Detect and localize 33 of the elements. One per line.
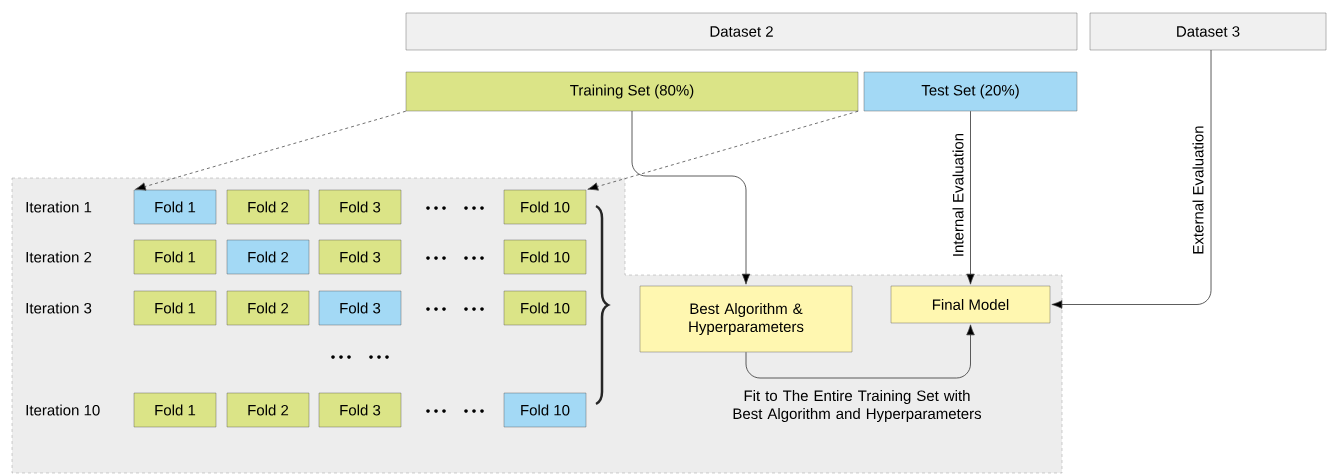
row-label: Iteration 10 — [26, 404, 100, 416]
fold-box: Fold 1 — [133, 189, 217, 225]
row-label: Iteration 3 — [26, 302, 92, 314]
dashed-arrow — [135, 110, 407, 191]
fold-box: Fold 1 — [133, 392, 217, 428]
fold-box: Fold 10 — [503, 239, 587, 275]
model-box: Best Algorithm & Hyperparameters — [639, 285, 853, 353]
fold-box: Fold 3 — [318, 189, 402, 225]
fold-box: Fold 3 — [318, 239, 402, 275]
fold-box: Fold 2 — [226, 392, 310, 428]
row-label: Iteration 2 — [26, 251, 92, 263]
fold-box: Fold 1 — [133, 290, 217, 326]
fold-box: Fold 2 — [226, 189, 310, 225]
test-set-box: Test Set (20%) — [863, 71, 1078, 112]
arrow — [745, 324, 975, 379]
fold-box: Fold 2 — [226, 239, 310, 275]
training-set-box: Training Set (80%) — [405, 71, 859, 112]
model-box: Final Model — [890, 285, 1051, 324]
fold-box: Fold 10 — [503, 290, 587, 326]
fold-box: Fold 3 — [318, 290, 402, 326]
arrow — [1051, 49, 1212, 309]
dashed-arrow — [587, 110, 859, 191]
fold-box: Fold 2 — [226, 290, 310, 326]
dataset-box: Dataset 2 — [405, 12, 1078, 51]
fold-box: Fold 10 — [503, 392, 587, 428]
row-label: Iteration 1 — [26, 201, 92, 213]
fold-box: Fold 3 — [318, 392, 402, 428]
arrow — [631, 110, 751, 285]
edge-label: Fit to The Entire Training Set with Best Algorithm and Hyperparameters — [733, 390, 982, 422]
arrow — [966, 110, 975, 285]
dataset-box: Dataset 3 — [1089, 12, 1327, 51]
fold-box: Fold 10 — [503, 189, 587, 225]
fold-box: Fold 1 — [133, 239, 217, 275]
